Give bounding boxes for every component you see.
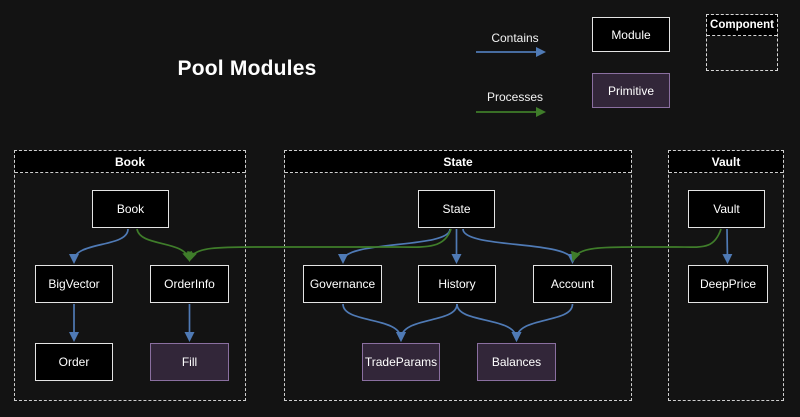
- legend-primitive-label: Primitive: [607, 83, 654, 98]
- node-book: Book: [92, 190, 169, 228]
- legend-component-label: Component: [707, 15, 777, 36]
- node-orderinfo-label: OrderInfo: [164, 277, 215, 291]
- legend-processes-label: Processes: [486, 90, 544, 104]
- page-title: Pool Modules: [177, 57, 317, 80]
- node-account: Account: [533, 265, 612, 303]
- book-container-title: Book: [15, 151, 245, 173]
- node-order: Order: [35, 343, 113, 381]
- node-tradeparams: TradeParams: [362, 343, 440, 381]
- node-history: History: [418, 265, 496, 303]
- node-vault-label: Vault: [713, 202, 740, 216]
- node-state-label: State: [442, 202, 471, 216]
- node-governance: Governance: [303, 265, 382, 303]
- vault-container: Vault: [668, 150, 784, 401]
- state-container: State: [284, 150, 632, 401]
- book-container: Book: [14, 150, 246, 401]
- node-balances-label: Balances: [491, 355, 542, 369]
- node-balances: Balances: [477, 343, 556, 381]
- legend-contains-label: Contains: [491, 31, 539, 45]
- vault-container-title: Vault: [669, 151, 783, 173]
- node-account-label: Account: [550, 277, 595, 291]
- legend-module-label: Module: [611, 27, 651, 42]
- node-orderinfo: OrderInfo: [150, 265, 229, 303]
- node-deepprice: DeepPrice: [688, 265, 768, 303]
- node-tradeparams-label: TradeParams: [364, 355, 438, 369]
- node-vault: Vault: [688, 190, 765, 228]
- node-book-label: Book: [116, 202, 145, 216]
- node-governance-label: Governance: [309, 277, 376, 291]
- legend-module-box: Module: [592, 17, 670, 52]
- state-container-title: State: [285, 151, 631, 173]
- node-order-label: Order: [58, 355, 90, 369]
- node-bigvector-label: BigVector: [48, 277, 100, 291]
- node-state: State: [418, 190, 495, 228]
- node-fill: Fill: [150, 343, 229, 381]
- node-deepprice-label: DeepPrice: [699, 277, 757, 291]
- legend-component-box: Component: [706, 14, 778, 71]
- node-fill-label: Fill: [181, 355, 198, 369]
- legend-primitive-box: Primitive: [592, 73, 670, 108]
- node-history-label: History: [438, 277, 476, 291]
- node-bigvector: BigVector: [35, 265, 113, 303]
